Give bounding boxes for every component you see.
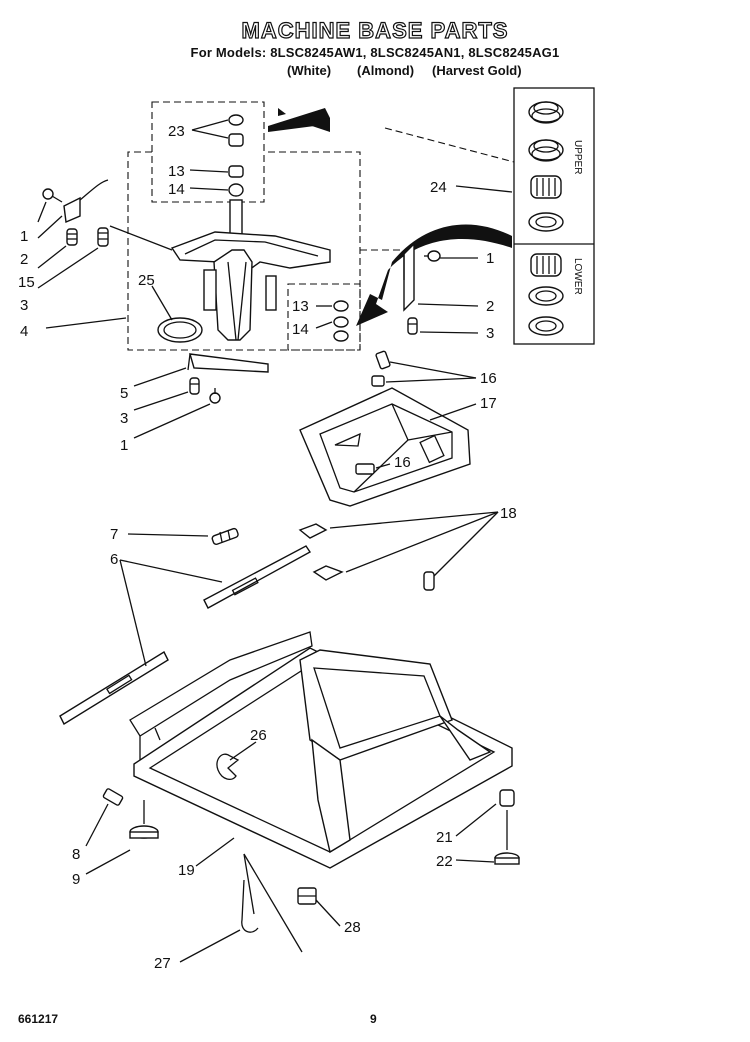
color-white: (White)	[287, 63, 332, 78]
spring-3-lower-left	[189, 377, 200, 395]
callout-3-right: 3	[486, 325, 494, 342]
bushing-13-lower	[333, 300, 349, 312]
rail-6-upper	[203, 545, 312, 609]
upper-bushing-3	[530, 175, 562, 199]
callout-3-lower-left: 3	[120, 410, 128, 427]
callout-14-upper: 14	[168, 181, 185, 198]
page-number: 9	[370, 1012, 377, 1026]
lower-bushing-3	[528, 316, 564, 336]
callout-28: 28	[344, 919, 361, 936]
clip-18-c	[423, 571, 435, 591]
callout-6: 6	[110, 551, 118, 568]
clip-18-b	[312, 565, 344, 581]
callout-2-right: 2	[486, 298, 494, 315]
spring-3-upper-left	[97, 227, 109, 247]
callout-13-upper: 13	[168, 163, 185, 180]
seal-ring-25	[157, 317, 203, 343]
callout-26: 26	[250, 727, 267, 744]
leader-lines	[37, 119, 513, 963]
lower-bushing-1	[530, 253, 562, 277]
callout-13-lower: 13	[292, 298, 309, 315]
callout-2-upper-left: 2	[20, 251, 28, 268]
callout-24: 24	[430, 179, 447, 196]
color-almond: (Almond)	[357, 63, 415, 78]
bracket-28	[297, 887, 317, 905]
large-arrow-lower	[356, 224, 512, 326]
bushing-13-upper	[228, 165, 244, 178]
upper-bushing-2	[528, 139, 564, 162]
pad-16-a	[375, 350, 391, 370]
callout-3-upper-left: 3	[20, 297, 28, 314]
pad-16-b	[371, 375, 385, 387]
document-number: 661217	[18, 1012, 59, 1026]
callout-16-lower: 16	[394, 454, 411, 471]
callout-7: 7	[110, 526, 118, 543]
bolt-1-upper-left	[42, 188, 63, 203]
callout-14-lower: 14	[292, 321, 309, 338]
leg-22	[494, 810, 520, 865]
callout-15: 15	[18, 274, 35, 291]
lower-label: LOWER	[572, 258, 583, 295]
callout-27: 27	[154, 955, 171, 972]
bolt-1-right	[424, 250, 441, 262]
model-list: For Models: 8LSC8245AW1, 8LSC8245AN1, 8L…	[190, 45, 560, 60]
upper-bushing-23	[228, 114, 244, 147]
callout-19: 19	[178, 862, 195, 879]
clip-18-a	[298, 523, 328, 539]
brace-5	[187, 353, 269, 373]
bushing-kit-box	[513, 87, 595, 345]
upper-label: UPPER	[572, 140, 583, 174]
base-frame-19	[129, 631, 513, 869]
callout-17: 17	[480, 395, 497, 412]
lower-bushing-2	[528, 286, 564, 306]
bracket-2-right	[403, 242, 415, 312]
page-title: MACHINE BASE PARTS	[241, 17, 509, 43]
callout-1-upper-left: 1	[20, 228, 28, 245]
callout-25: 25	[138, 272, 155, 289]
spring-3-right	[407, 317, 418, 335]
callout-18: 18	[500, 505, 517, 522]
callout-23: 23	[168, 123, 185, 140]
rail-6-lower	[59, 651, 169, 725]
leg-9	[129, 800, 159, 839]
spring-15	[66, 228, 78, 246]
upper-bushing-1	[528, 101, 564, 124]
top-frame-17	[299, 387, 471, 507]
color-gold: (Harvest Gold)	[432, 63, 522, 78]
callout-4: 4	[20, 323, 28, 340]
callout-22: 22	[436, 853, 453, 870]
agitator-drive-assembly	[170, 199, 331, 341]
callout-1-right: 1	[486, 250, 494, 267]
callout-5: 5	[120, 385, 128, 402]
dashed-box-lower-bushings	[287, 283, 361, 351]
callout-16-upper: 16	[480, 370, 497, 387]
callout-8: 8	[72, 846, 80, 863]
callout-9: 9	[72, 871, 80, 888]
hook-27	[241, 879, 259, 933]
plug-8	[102, 788, 124, 806]
callout-1-lower-left: 1	[120, 437, 128, 454]
spring-7	[211, 527, 239, 545]
bolt-1-lower-left	[209, 388, 221, 404]
upper-bushing-4	[528, 212, 564, 232]
nut-21	[499, 789, 515, 807]
bracket-2-upper-left	[63, 179, 109, 224]
callout-21: 21	[436, 829, 453, 846]
hose-clip-26	[216, 753, 240, 781]
bushing-14-upper	[228, 183, 244, 197]
pad-16-c	[355, 463, 375, 475]
bushing-14-lower	[333, 316, 349, 342]
